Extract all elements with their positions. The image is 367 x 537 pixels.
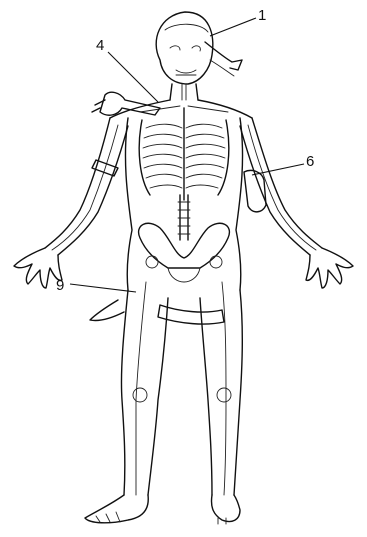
spine xyxy=(178,195,190,240)
annotation-leaders xyxy=(70,18,304,292)
skull xyxy=(156,12,213,84)
leader-1 xyxy=(210,18,256,36)
leader-9 xyxy=(70,284,136,292)
right-arm xyxy=(240,118,353,288)
shoulders xyxy=(110,100,252,118)
neck xyxy=(170,84,198,100)
leader-4 xyxy=(108,52,158,102)
left-leg xyxy=(85,282,168,523)
head-nerve xyxy=(205,42,242,76)
label-6: 6 xyxy=(306,153,314,170)
label-4: 4 xyxy=(96,37,104,54)
left-arm xyxy=(14,118,128,288)
label-9: 9 xyxy=(56,277,64,294)
pelvis xyxy=(139,223,230,282)
rib-cage xyxy=(139,108,229,200)
label-1: 1 xyxy=(258,7,266,24)
pelvic-strap xyxy=(90,300,224,324)
right-leg xyxy=(200,282,242,524)
